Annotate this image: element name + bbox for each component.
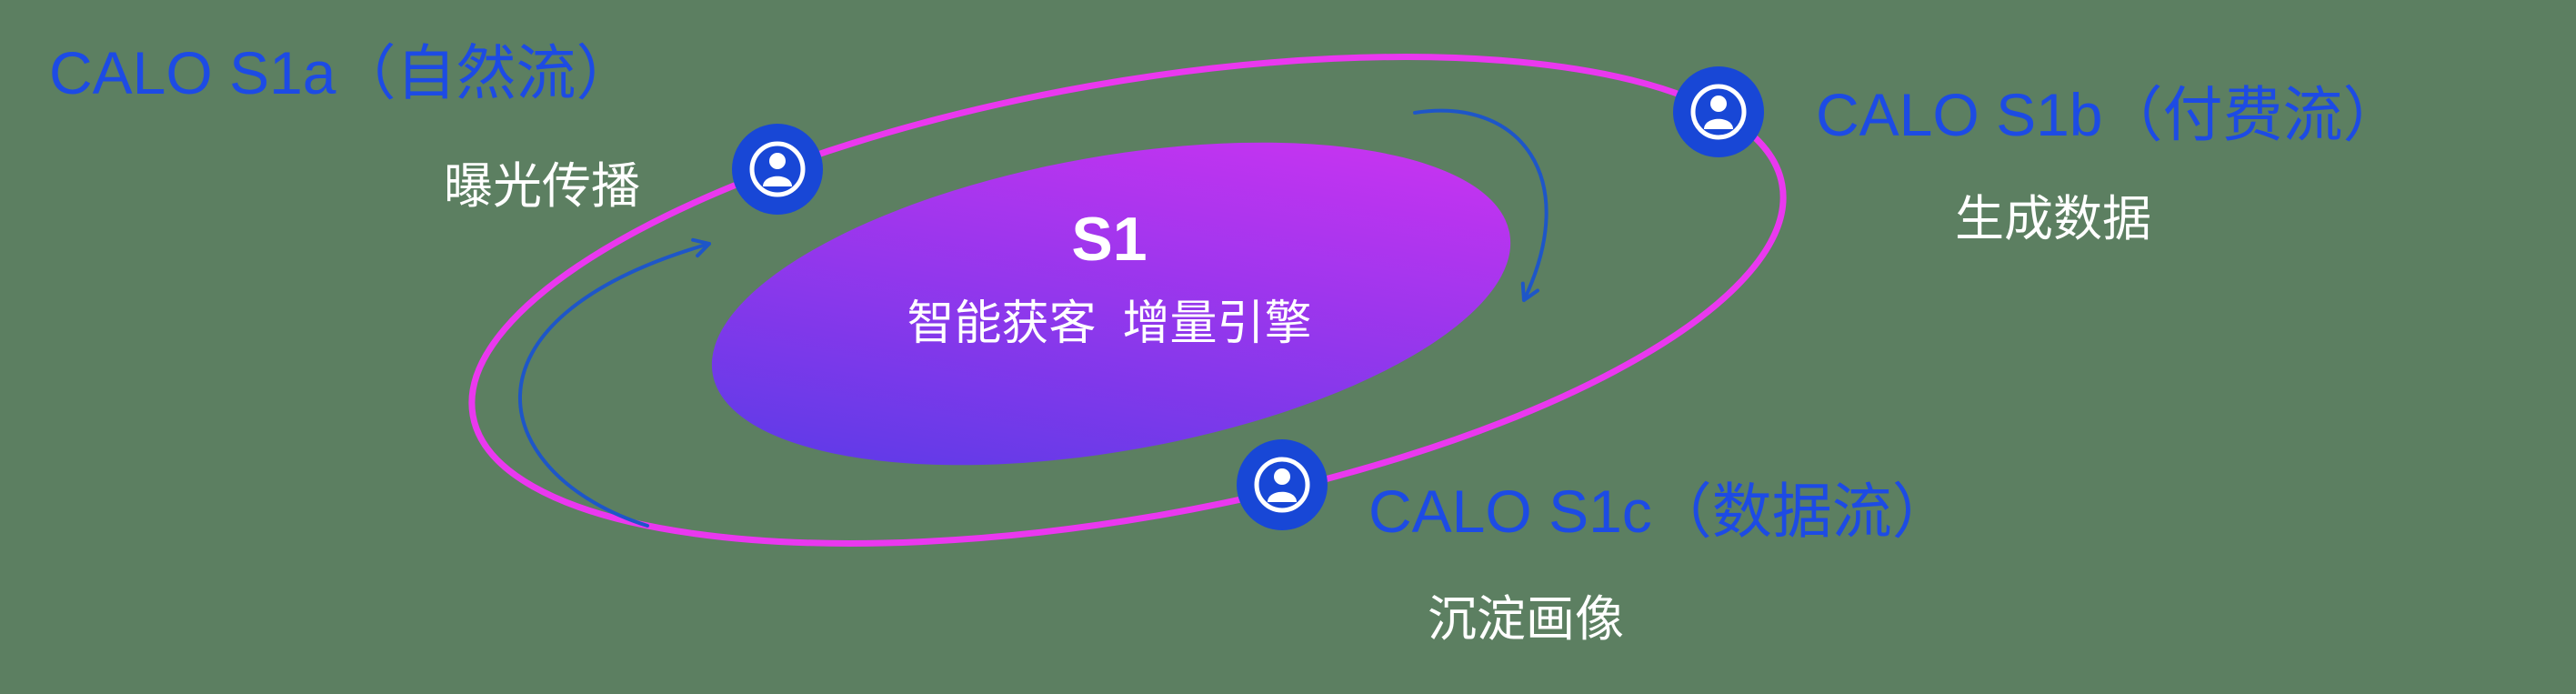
sublabel-s1a: 曝光传播 [444, 159, 640, 214]
core-subtitle: 智能获客 增量引擎 [907, 297, 1312, 350]
user-icon [1254, 457, 1310, 513]
orbit-ring [468, 54, 1787, 547]
core-text-block: S1 智能获客 增量引擎 [837, 206, 1382, 353]
core-ellipse [711, 142, 1511, 466]
flow-arrow-left [518, 237, 711, 528]
node-s1c [1237, 439, 1328, 530]
sublabel-s1c: 沉淀画像 [1428, 592, 1624, 647]
sublabel-s1b: 生成数据 [1955, 192, 2151, 246]
label-s1b: CALO S1b（付费流） [1816, 81, 2403, 148]
user-icon [1690, 84, 1747, 140]
label-s1a: CALO S1a（自然流） [49, 39, 636, 106]
node-s1a [732, 124, 823, 215]
user-icon [749, 141, 806, 197]
node-s1b [1673, 66, 1764, 157]
flow-arrow-right [1413, 108, 1549, 302]
core-title: S1 [1071, 205, 1148, 274]
label-s1c: CALO S1c（数据流） [1368, 478, 1952, 545]
